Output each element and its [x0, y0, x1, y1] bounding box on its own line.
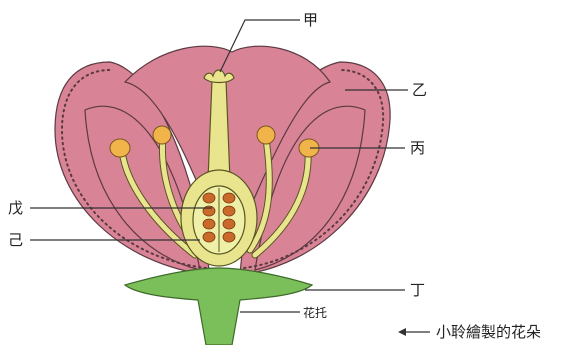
label-wu: 戊: [8, 199, 23, 217]
arrow-left-icon: [398, 328, 406, 336]
ovule: [223, 193, 235, 203]
ovule: [223, 219, 235, 229]
caption-group: 小聆繪製的花朵: [398, 323, 541, 341]
ovule: [223, 206, 235, 216]
ovule: [223, 232, 235, 242]
label-ji: 己: [8, 231, 23, 249]
ovule: [203, 219, 215, 229]
anther-left-outer: [110, 139, 130, 157]
ovule: [203, 193, 215, 203]
label-jia: 甲: [303, 11, 318, 29]
label-bing: 丙: [410, 139, 425, 157]
anther-left-inner: [153, 126, 171, 144]
label-ding: 丁: [410, 281, 425, 299]
sepal-base: [125, 268, 312, 345]
anther-right-inner: [257, 126, 275, 144]
ovule: [203, 232, 215, 242]
label-yi: 乙: [412, 81, 427, 99]
caption: 小聆繪製的花朵: [436, 323, 541, 341]
label-receptacle: 花托: [303, 305, 327, 320]
style: [208, 80, 230, 180]
receptacle-structure: [125, 268, 312, 345]
